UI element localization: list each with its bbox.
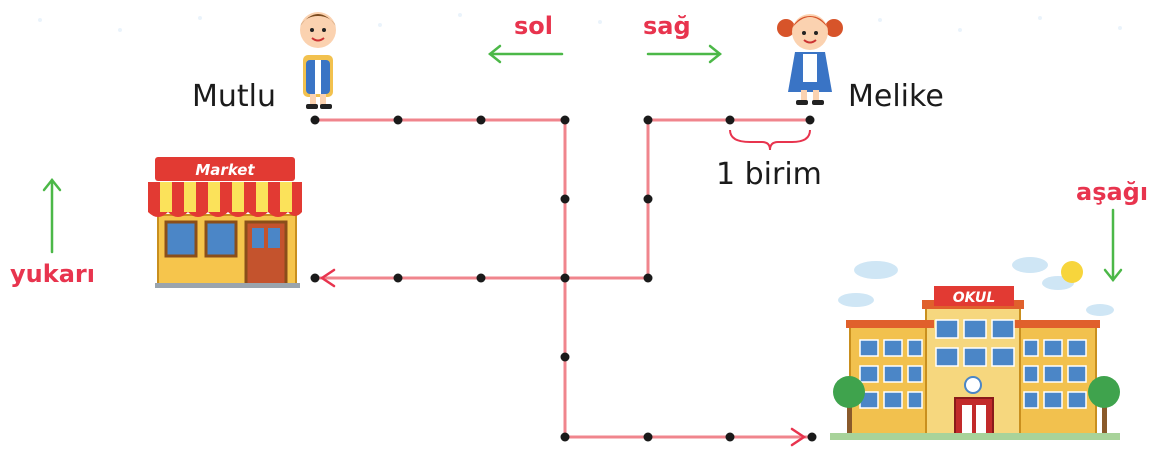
arrow-to-market-icon xyxy=(319,268,336,288)
route-points xyxy=(310,115,817,442)
background-pattern xyxy=(38,13,1122,32)
unit-brace xyxy=(729,129,811,151)
school-sign: OKUL xyxy=(953,290,996,306)
tree-icon xyxy=(833,376,1120,435)
name-mutlu: Mutlu xyxy=(192,79,277,114)
school-icon: OKUL xyxy=(830,257,1120,440)
route-junction-to-school xyxy=(563,278,812,439)
arrow-up-icon xyxy=(42,177,62,254)
label-right: sağ xyxy=(643,12,691,40)
route-mutlu-to-market xyxy=(315,118,567,280)
arrow-to-school-icon xyxy=(790,427,807,447)
sun-icon xyxy=(1061,261,1083,283)
market-awning xyxy=(148,182,302,217)
arrow-down-icon xyxy=(1103,208,1123,283)
route-arrowheads xyxy=(319,268,807,447)
arrow-left-icon xyxy=(487,44,564,64)
unit-label: 1 birim xyxy=(716,157,822,192)
girl-icon xyxy=(777,14,843,105)
name-melike: Melike xyxy=(848,79,944,114)
arrow-right-icon xyxy=(646,44,723,64)
market-icon: Market xyxy=(148,157,302,288)
label-up: yukarı xyxy=(10,260,95,288)
label-down: aşağı xyxy=(1076,178,1149,206)
label-left: sol xyxy=(514,12,553,40)
market-sign: Market xyxy=(195,161,255,179)
boy-icon xyxy=(300,12,336,109)
